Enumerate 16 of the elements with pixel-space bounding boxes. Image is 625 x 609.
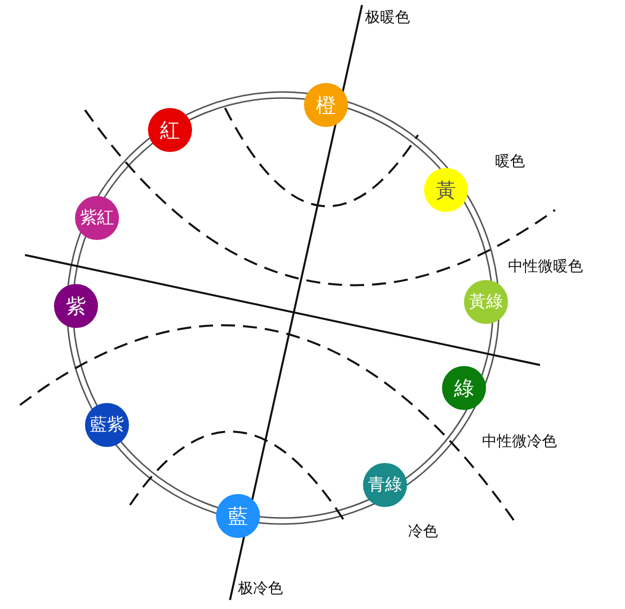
color-circle: 紫 bbox=[54, 284, 98, 328]
color-circle: 紅 bbox=[148, 108, 192, 152]
color-circle: 橙 bbox=[304, 83, 348, 127]
color-circle: 黃 bbox=[424, 168, 468, 212]
region-label: 极暖色 bbox=[365, 8, 410, 27]
region-label: 冷色 bbox=[408, 522, 438, 541]
color-circle: 藍 bbox=[216, 494, 260, 538]
region-label: 暖色 bbox=[495, 152, 525, 171]
color-circle: 紫紅 bbox=[75, 196, 119, 240]
color-circle: 綠 bbox=[442, 366, 486, 410]
region-label: 中性微冷色 bbox=[482, 432, 557, 451]
color-circle: 藍紫 bbox=[85, 403, 129, 447]
region-label: 中性微暖色 bbox=[508, 257, 583, 276]
region-label: 极冷色 bbox=[238, 579, 283, 598]
color-circle: 黃綠 bbox=[464, 280, 508, 324]
color-circle: 青綠 bbox=[363, 463, 407, 507]
